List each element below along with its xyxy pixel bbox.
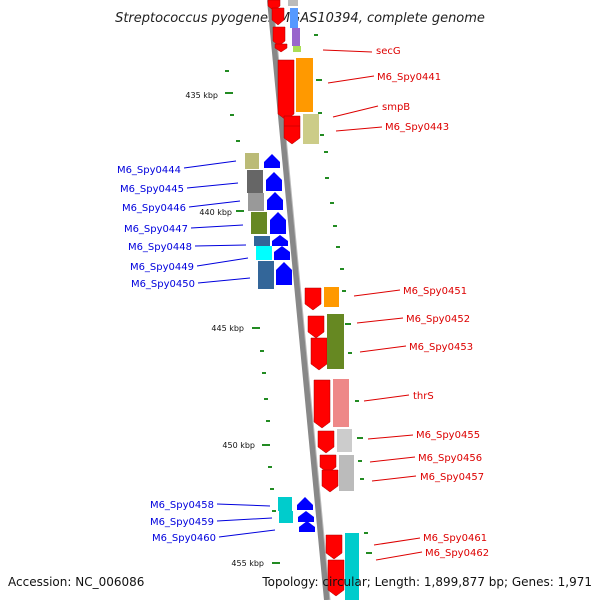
- gene-label-M6_Spy0460[interactable]: M6_Spy0460: [152, 533, 216, 544]
- gene-group-left-1: [245, 153, 292, 289]
- gene-group-right-2: [304, 287, 354, 493]
- gene-label-M6_Spy0443[interactable]: M6_Spy0443: [385, 122, 449, 133]
- scale-label-440: 440 kbp: [199, 208, 232, 217]
- scale-label-450: 450 kbp: [222, 441, 255, 450]
- topology-text: Topology: circular; Length: 1,899,877 bp…: [261, 575, 592, 589]
- gene-label-M6_Spy0441[interactable]: M6_Spy0441: [377, 72, 441, 83]
- gene-label-M6_Spy0461[interactable]: M6_Spy0461: [423, 533, 487, 544]
- gene-label-M6_Spy0458[interactable]: M6_Spy0458: [150, 500, 214, 511]
- gene-label-M6_Spy0456[interactable]: M6_Spy0456: [418, 453, 482, 464]
- gene-label-M6_Spy0446[interactable]: M6_Spy0446: [122, 203, 186, 214]
- scale-label-435: 435 kbp: [185, 91, 218, 100]
- gene-label-M6_Spy0459[interactable]: M6_Spy0459: [150, 517, 214, 528]
- gene-label-M6_Spy0449[interactable]: M6_Spy0449: [130, 262, 194, 273]
- gene-label-M6_Spy0455[interactable]: M6_Spy0455: [416, 430, 480, 441]
- gene-group-top: [267, 0, 319, 145]
- right-labels: secG M6_Spy0441 smpB M6_Spy0443 M6_Spy04…: [322, 46, 489, 561]
- gene-label-M6_Spy0448[interactable]: M6_Spy0448: [128, 242, 192, 253]
- gene-label-M6_Spy0452[interactable]: M6_Spy0452: [406, 314, 470, 325]
- gene-label-smpB[interactable]: smpB: [382, 102, 410, 113]
- tick-marks: [225, 34, 372, 564]
- map-title: Streptococcus pyogenes MGAS10394, comple…: [115, 11, 485, 26]
- gene-label-thrS[interactable]: thrS: [413, 391, 434, 402]
- scale-label-455: 455 kbp: [231, 559, 264, 568]
- accession-text: Accession: NC_006086: [8, 575, 144, 589]
- gene-label-M6_Spy0457[interactable]: M6_Spy0457: [420, 472, 484, 483]
- gene-label-M6_Spy0451[interactable]: M6_Spy0451: [403, 286, 467, 297]
- gene-group-left-2: [278, 497, 315, 532]
- left-labels: M6_Spy0444 M6_Spy0445 M6_Spy0446 M6_Spy0…: [117, 160, 276, 544]
- scale-label-445: 445 kbp: [211, 324, 244, 333]
- gene-label-secG[interactable]: secG: [376, 46, 401, 57]
- gene-label-M6_Spy0444[interactable]: M6_Spy0444: [117, 165, 181, 176]
- gene-group-bottom: [325, 533, 359, 600]
- gene-label-M6_Spy0447[interactable]: M6_Spy0447: [124, 224, 188, 235]
- gene-label-M6_Spy0445[interactable]: M6_Spy0445: [120, 184, 184, 195]
- gene-label-M6_Spy0462[interactable]: M6_Spy0462: [425, 548, 489, 559]
- gene-label-M6_Spy0450[interactable]: M6_Spy0450: [131, 279, 195, 290]
- gene-label-M6_Spy0453[interactable]: M6_Spy0453: [409, 342, 473, 353]
